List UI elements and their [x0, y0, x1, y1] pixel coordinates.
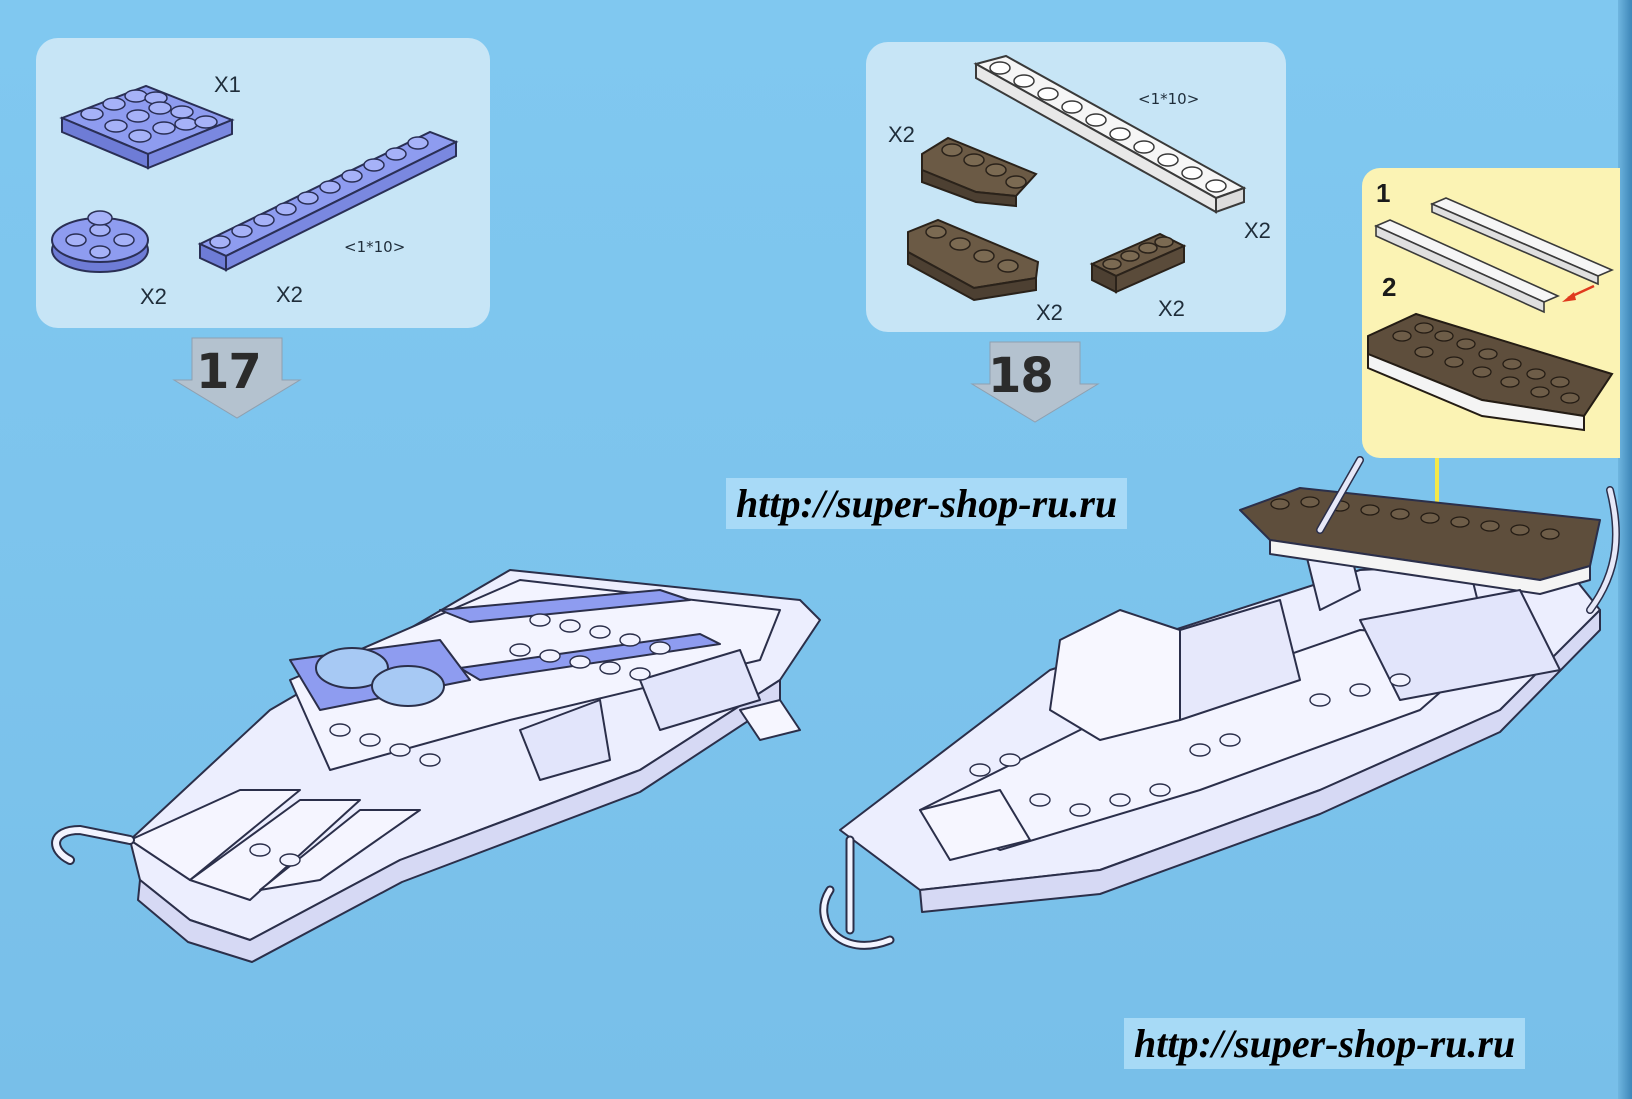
step17-arrow — [172, 337, 302, 419]
qty-plate-2x4: X1 — [214, 72, 241, 97]
step18-parts-svg — [907, 54, 1247, 302]
watermark-top: http://super-shop-ru.ru — [726, 478, 1128, 529]
page-edge — [1618, 0, 1632, 1099]
part-brown-wedge-2 — [907, 218, 1040, 302]
qty-brown-plate-1x4: X2 — [1158, 296, 1185, 321]
part-plate-1x10 — [197, 130, 459, 272]
step17-parts-panel: X1 X2 X2 <1*10> — [36, 38, 490, 328]
part-plate-2x4 — [59, 84, 235, 170]
model-step17 — [51, 569, 821, 963]
qty-brown-wedge-2: X2 — [1036, 300, 1063, 325]
step18-arrow — [970, 341, 1100, 423]
part-white-plate-1x10 — [973, 54, 1247, 214]
substep-1-label: 1 — [1376, 178, 1391, 208]
step18-parts-panel: <1*10> X2 X2 X2 X2 — [866, 42, 1286, 332]
qty-round-plate: X2 — [140, 284, 167, 309]
watermark-bottom: http://super-shop-ru.ru — [1124, 1018, 1526, 1069]
model-step18 — [819, 456, 1620, 950]
part-round-plate — [51, 210, 149, 273]
step-number-17: 17 — [196, 344, 262, 400]
subassembly-white-plates — [1374, 197, 1615, 314]
anchor — [819, 835, 895, 950]
size-plate-1x10: <1*10> — [344, 238, 406, 256]
subassembly-svg — [1367, 197, 1615, 432]
qty-plate-1x10: X2 — [276, 282, 303, 307]
step-number-18: 18 — [988, 348, 1054, 404]
part-brown-plate-1x4 — [1089, 232, 1187, 294]
part-brown-wedge-1 — [921, 136, 1038, 208]
size-white-plate-1x10: <1*10> — [1138, 90, 1200, 108]
subassembly-panel: 1 2 — [1362, 168, 1620, 458]
step17-parts-svg — [51, 84, 459, 273]
qty-brown-wedge-1: X2 — [888, 122, 915, 147]
red-arrow — [1562, 284, 1595, 302]
subassembly-brown-plate — [1367, 312, 1614, 432]
qty-white-plate-1x10: X2 — [1244, 218, 1271, 243]
substep-2-label: 2 — [1382, 272, 1397, 302]
